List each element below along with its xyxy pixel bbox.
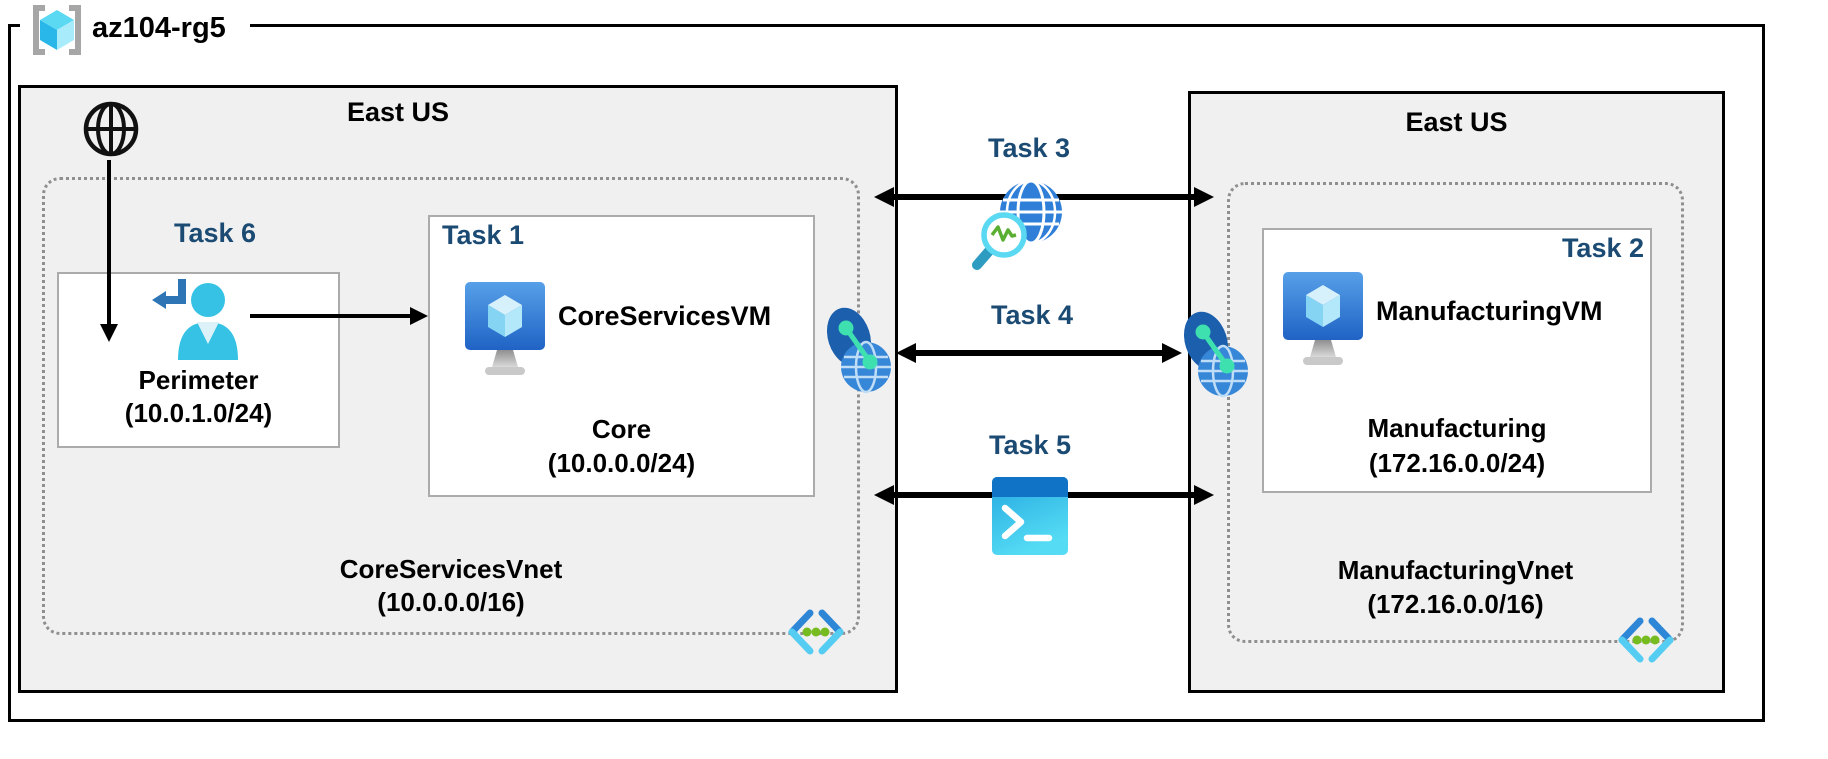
vnet-left-cidr: (10.0.0.0/16) [377,587,525,617]
subnet-perimeter-name: Perimeter [138,365,259,395]
vnet-peering-icon-right [1183,311,1248,398]
vnet-peering-icon-left [826,307,891,394]
subnet-core-cidr: (10.0.0.0/24) [547,448,696,478]
task5-label: Task 5 [988,430,1072,460]
vnet-right-cidr: (172.16.0.0/16) [1367,589,1544,619]
region-title-left: East US [346,97,450,127]
resource-group-icon [33,5,81,55]
virtual-network-icon-left [788,609,844,655]
resource-group-border-gap [20,21,250,30]
vm-icon-manufacturing [1283,272,1363,365]
internet-globe-icon [83,101,139,157]
vm-icon-core [465,282,545,375]
virtual-network-icon-right [1618,617,1674,663]
network-watcher-icon [972,179,1062,270]
region-title-right: East US [1405,107,1508,137]
task6-label: Task 6 [173,218,257,248]
vnet-left-name: CoreServicesVnet [339,554,563,584]
guest-user-icon [152,279,238,360]
vm-name-core: CoreServicesVM [558,301,772,331]
subnet-manufacturing-name: Manufacturing [1367,413,1547,443]
resource-group-label: az104-rg5 [92,12,226,44]
vnet-right-name: ManufacturingVnet [1337,555,1574,585]
task3-label: Task 3 [987,133,1071,163]
subnet-core-name: Core [591,414,652,444]
task2-label: Task 2 [1561,233,1644,263]
subnet-core [428,215,815,497]
vnet-boundary-right [1227,182,1684,643]
vnet-boundary-left [42,177,860,635]
resource-group-border [8,24,1765,722]
subnet-manufacturing-cidr: (172.16.0.0/24) [1368,448,1546,478]
cloud-shell-icon [992,477,1068,555]
subnet-perimeter-cidr: (10.0.1.0/24) [124,398,273,428]
task4-label: Task 4 [990,300,1074,330]
vm-name-manufacturing: ManufacturingVM [1376,296,1603,326]
task1-label: Task 1 [442,220,525,250]
